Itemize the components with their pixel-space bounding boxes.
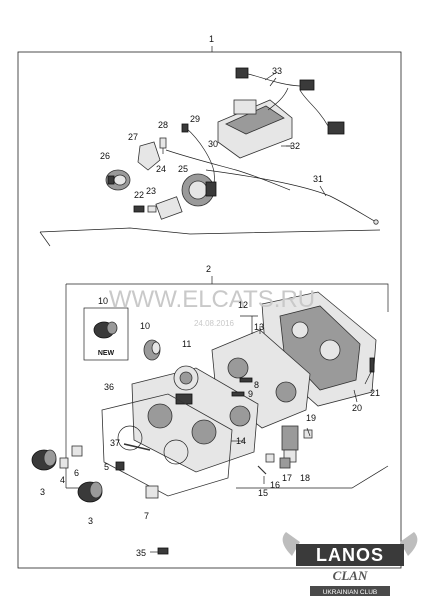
callout-15: 15 [258, 488, 268, 498]
callout-17: 17 [282, 473, 292, 483]
callout-3-lower: 3 [88, 516, 93, 526]
knob-3-upper [31, 449, 57, 471]
callout-2: 2 [206, 264, 211, 274]
callout-11: 11 [182, 339, 191, 349]
leader-lines [231, 77, 373, 484]
callout-35: 35 [136, 548, 146, 558]
front-panel-14 [131, 367, 259, 473]
assembly-frame [17, 51, 402, 569]
callout-30: 30 [208, 139, 218, 149]
callout-16: 16 [270, 480, 280, 490]
callout-6: 6 [74, 468, 79, 478]
callout-33: 33 [272, 66, 282, 76]
callout-26: 26 [100, 151, 110, 161]
callout-14: 14 [236, 436, 246, 446]
callout-8: 8 [254, 380, 259, 390]
callout-3-upper: 3 [40, 487, 45, 497]
screw-21 [369, 357, 375, 373]
ring-11 [173, 365, 199, 391]
lanos-clan-logo: LANOS CLAN UKRAINIAN CLUB [282, 532, 418, 596]
cap-7 [145, 485, 159, 499]
callout-20: 20 [352, 403, 362, 413]
callout-12: 12 [238, 300, 248, 310]
new-badge: NEW [98, 350, 115, 357]
callout-19: 19 [306, 413, 316, 423]
callout-1: 1 [209, 34, 214, 44]
callout-27: 27 [128, 132, 138, 142]
clear-cover-36 [101, 393, 233, 497]
callout-9: 9 [248, 389, 253, 399]
lamp-16 [265, 453, 275, 463]
wiring-harness-33 [235, 67, 345, 135]
insert-6 [71, 445, 83, 457]
lower-parts-group [31, 276, 389, 555]
knob-10 [143, 339, 161, 361]
control-module-32 [217, 99, 293, 159]
knob-10-new [93, 321, 118, 339]
callout-24: 24 [156, 164, 166, 174]
control-cable-30 [165, 149, 291, 191]
cylinder-24 [155, 196, 183, 220]
washer-4 [59, 457, 69, 469]
callout-18: 18 [300, 473, 310, 483]
screw-35 [157, 547, 169, 555]
callout-36: 36 [104, 382, 114, 392]
pin-23 [147, 205, 157, 213]
callout-31: 31 [313, 174, 323, 184]
watermark-site: WWW.ELCATS.RU [109, 286, 315, 313]
logo-sub: CLAN [333, 568, 368, 583]
callout-29: 29 [190, 114, 200, 124]
logo-brand: LANOS [316, 545, 384, 565]
callout-7: 7 [144, 511, 149, 521]
gear-knob-26 [105, 169, 131, 191]
callout-23: 23 [146, 186, 156, 196]
switch-assembly-18 [281, 425, 299, 463]
knob-3-lower [77, 481, 103, 503]
screw-9 [231, 391, 245, 397]
upper-parts-group [105, 67, 379, 225]
logo-tagline: UKRAINIAN CLUB [323, 589, 378, 596]
socket-17 [279, 457, 291, 469]
callout-4: 4 [60, 475, 65, 485]
callout-5: 5 [104, 462, 109, 472]
rotary-unit-25 [181, 173, 217, 207]
control-cable-31 [205, 169, 377, 223]
screw-28 [159, 137, 167, 154]
callout-22: 22 [134, 190, 144, 200]
callout-28: 28 [158, 120, 168, 130]
callout-32: 32 [290, 141, 300, 151]
rod-37 [123, 443, 151, 451]
spring-22 [133, 205, 145, 213]
bracket-27 [137, 141, 161, 171]
watermark-date: 24.08.2016 [194, 319, 235, 328]
spring-5 [115, 461, 125, 471]
callout-21: 21 [370, 388, 380, 398]
callout-25: 25 [178, 164, 188, 174]
callout-10-new: 10 [98, 296, 108, 306]
pin-15 [257, 465, 267, 475]
callout-13: 13 [254, 322, 264, 332]
callout-37: 37 [110, 438, 120, 448]
callout-10: 10 [140, 321, 150, 331]
screw-8 [239, 377, 253, 383]
